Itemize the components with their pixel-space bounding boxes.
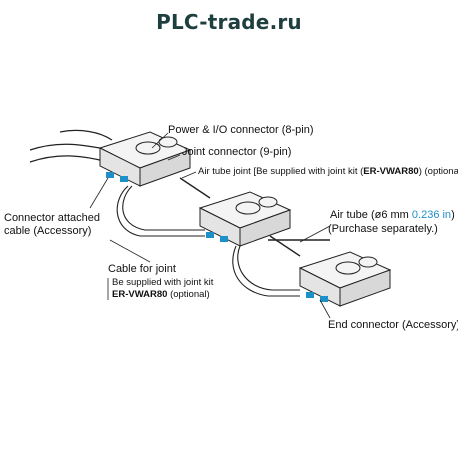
air-tube-pre: Air tube (ø6 mm <box>330 209 412 221</box>
label-cable-attached-1: Connector attached <box>4 212 100 224</box>
manifold-unit-1 <box>98 131 192 187</box>
air-joint-kit: ER-VWAR80 <box>363 166 418 177</box>
label-air-tube-joint: Air tube joint [Be supplied with joint k… <box>198 166 458 177</box>
air-tube-post: ) <box>451 209 455 221</box>
air-tube <box>179 177 330 257</box>
cj-kit: ER-VWAR80 <box>112 289 167 300</box>
manifold-unit-3 <box>298 251 392 307</box>
label-cable-joint: Cable for joint <box>108 263 176 275</box>
air-joint-post: ) (optional)] <box>419 166 458 177</box>
label-power-io: Power & I/O connector (8-pin) <box>168 124 314 136</box>
label-cj-line3: ER-VWAR80 (optional) <box>112 289 210 300</box>
manifold-unit-2 <box>198 191 292 247</box>
label-end-connector: End connector (Accessory) <box>328 319 458 331</box>
label-air-tube: Air tube (ø6 mm 0.236 in) <box>330 209 455 221</box>
cj-opt: (optional) <box>167 289 209 300</box>
air-tube-in: 0.236 in <box>412 209 451 221</box>
label-cj-line2: Be supplied with joint kit <box>112 277 214 288</box>
air-joint-pre: Air tube joint [Be supplied with joint k… <box>198 166 364 177</box>
joint-cables <box>116 185 300 297</box>
watermark: PLC-trade.ru <box>156 10 302 34</box>
label-cable-attached-2: cable (Accessory) <box>4 225 91 237</box>
leader-lines <box>89 132 331 319</box>
label-joint-connector: Joint connector (9-pin) <box>182 146 291 158</box>
label-purchase: (Purchase separately.) <box>328 223 438 235</box>
